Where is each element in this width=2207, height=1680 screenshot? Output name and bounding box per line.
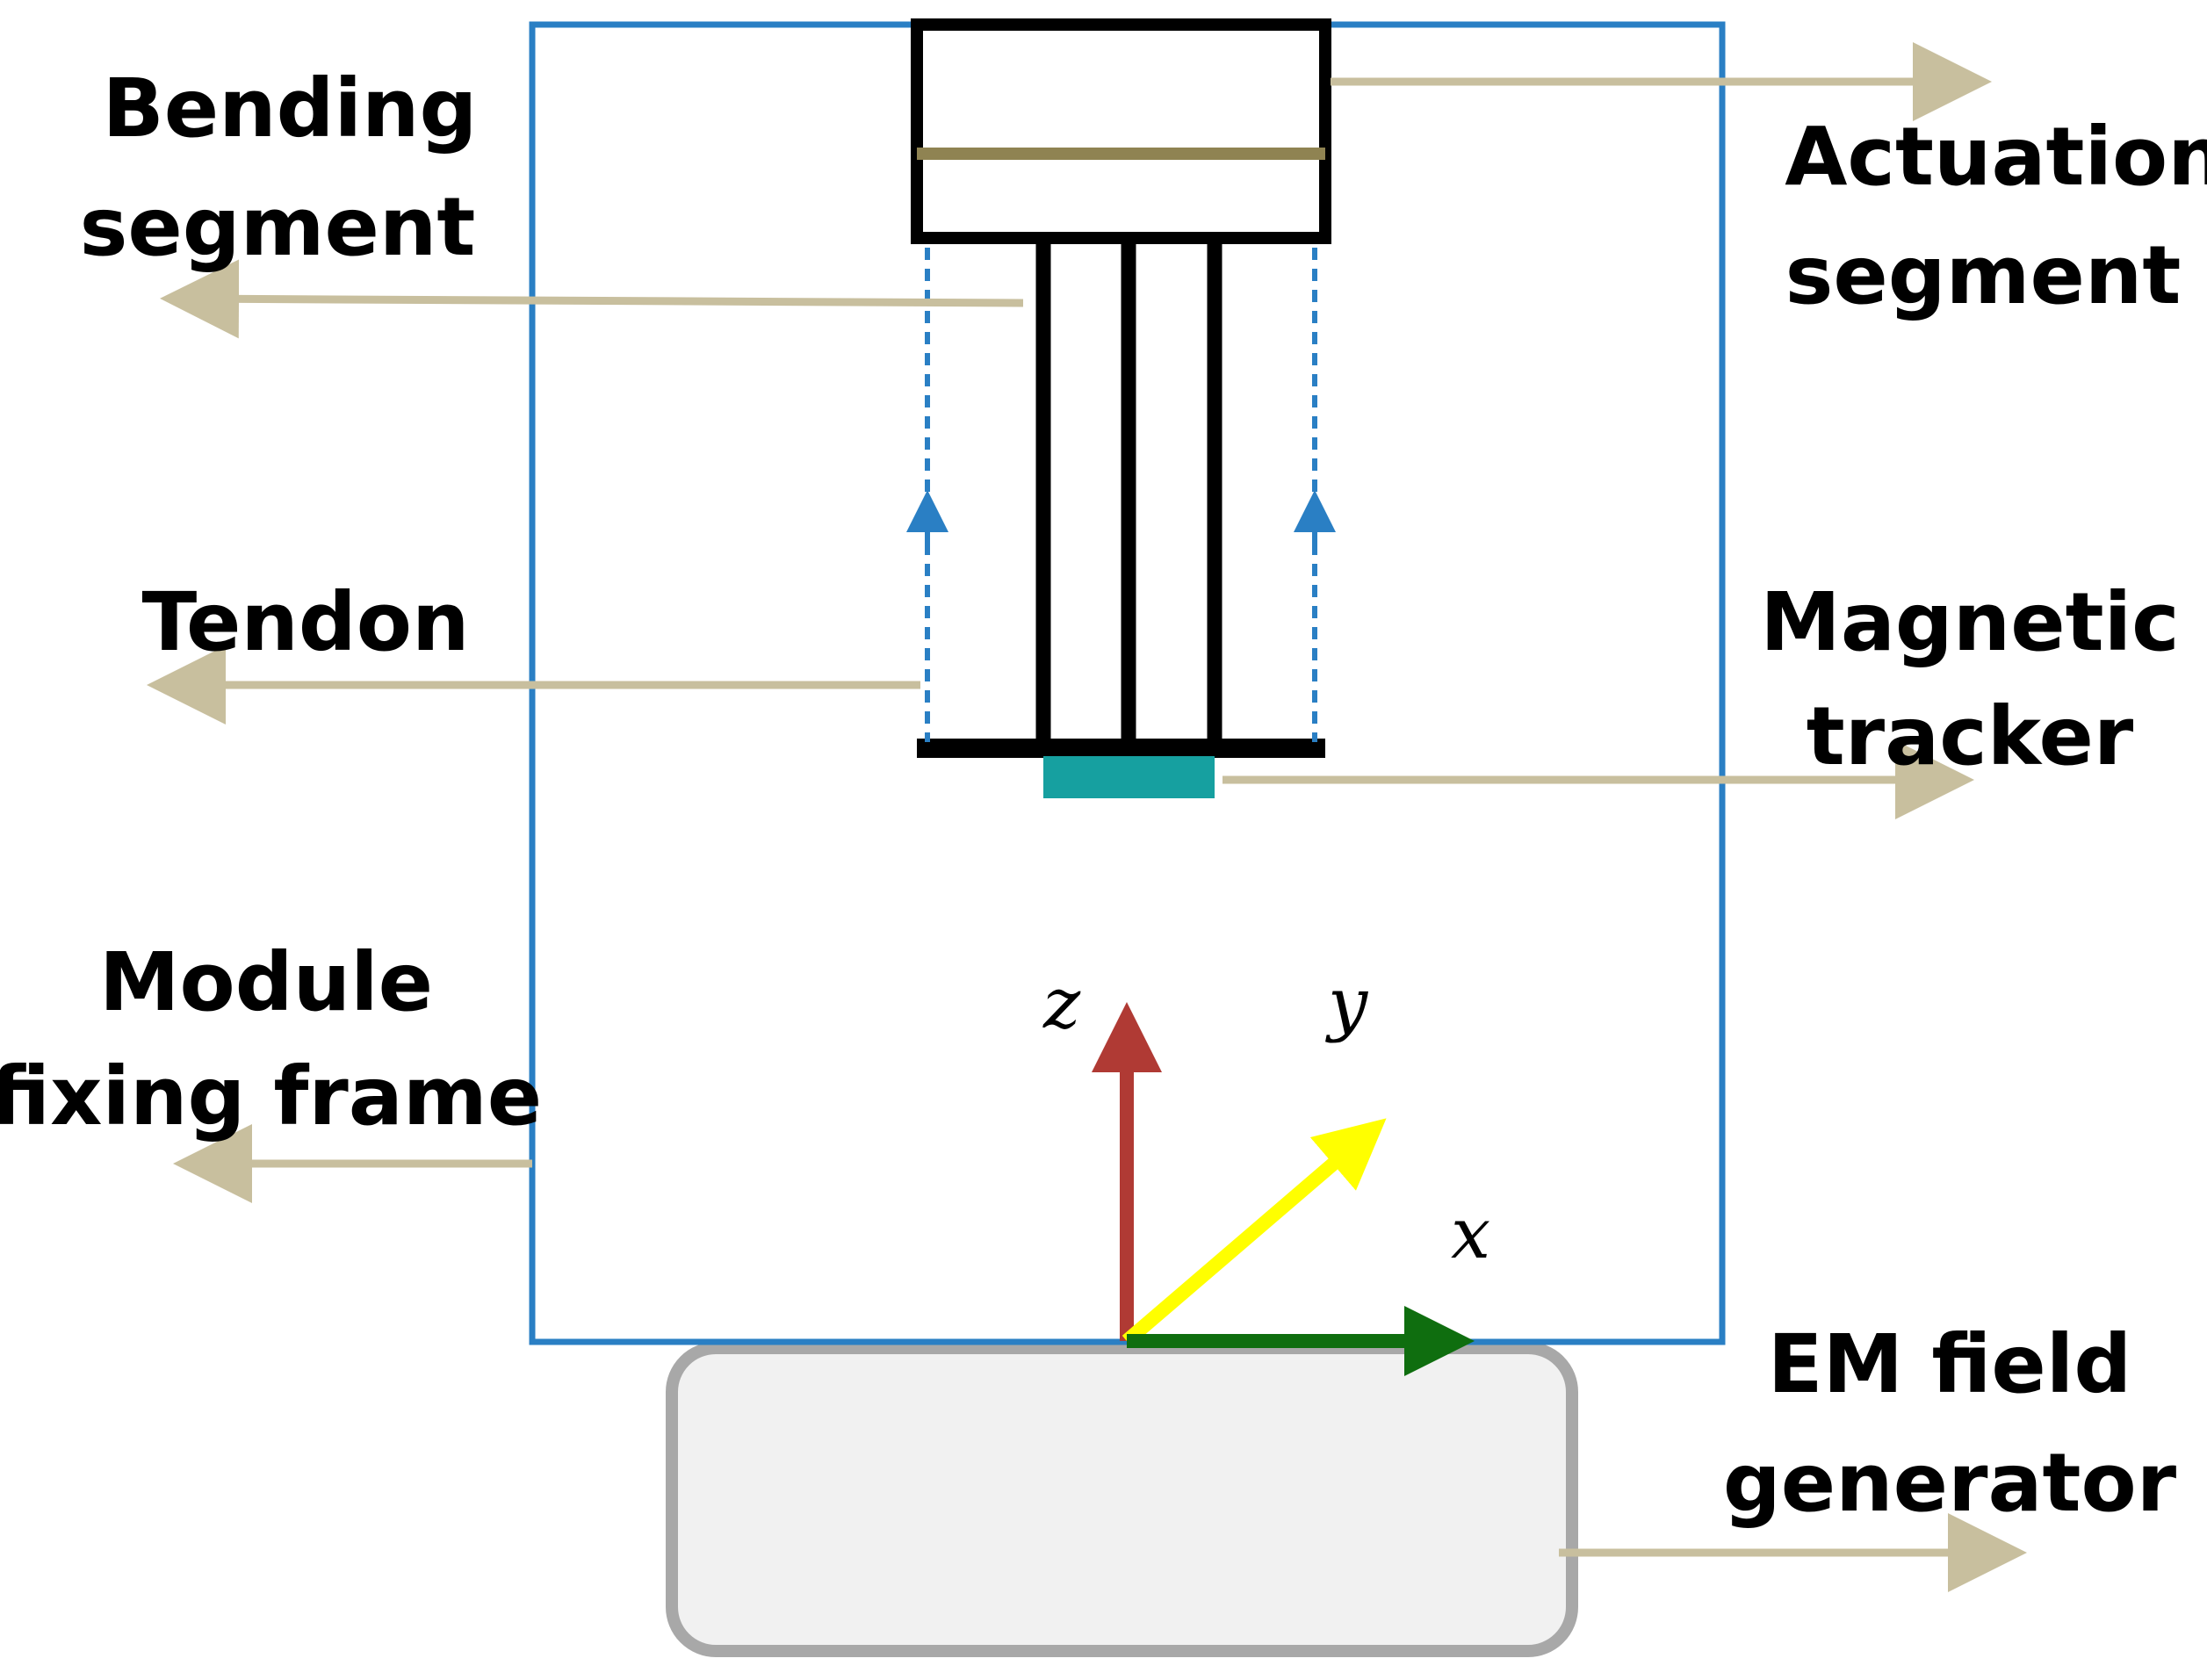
- x-axis-label: x: [1451, 1193, 1490, 1274]
- z-axis-label: z: [1042, 963, 1081, 1044]
- actuation-segment: [911, 18, 1331, 244]
- magnetic-tracker: [1043, 756, 1215, 798]
- magnetic-tracker-label-line1: Magnetic: [1760, 575, 2179, 669]
- bending-segment-label-line1: Bending: [103, 61, 478, 155]
- module-fixing-frame-label-line2: fixing frame: [0, 1049, 542, 1143]
- magnetic-tracker-label-line2: tracker: [1807, 689, 2134, 783]
- actuation-segment-label-line1: Actuation: [1785, 110, 2207, 204]
- y-axis-arrow: [1122, 1118, 1387, 1347]
- coordinate-axes: z y x: [1042, 963, 1490, 1376]
- bending-segment-label-line2: segment: [80, 180, 476, 274]
- em-field-generator-label-line2: generator: [1723, 1436, 2177, 1530]
- callout-arrows: [147, 42, 2027, 1592]
- tendon-label: Tendon: [142, 575, 470, 669]
- em-field-generator: [666, 1342, 1578, 1657]
- tendons: [906, 248, 1336, 742]
- module-fixing-frame-label-line1: Module: [99, 935, 433, 1029]
- callout-arrow-bending: [160, 259, 1024, 339]
- actuation-segment-label-line2: segment: [1785, 228, 2182, 322]
- bending-segment: [1035, 238, 1223, 748]
- em-field-generator-label-line1: EM field: [1768, 1317, 2131, 1411]
- y-axis-label: y: [1325, 963, 1369, 1044]
